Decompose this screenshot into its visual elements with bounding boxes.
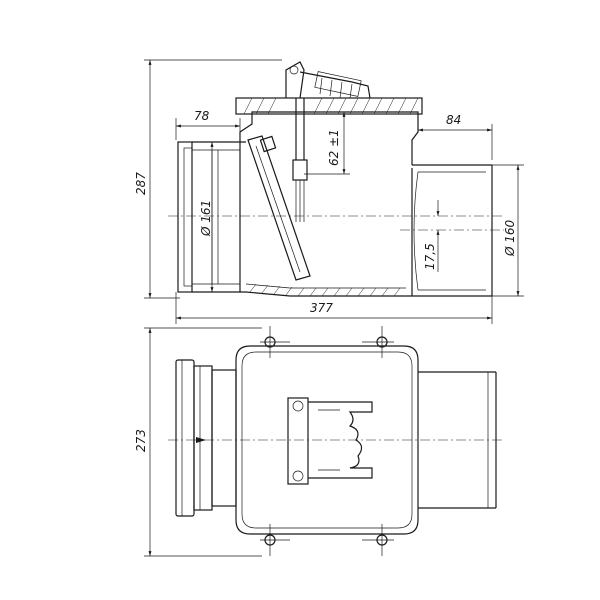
- dim-height: 287: [134, 172, 148, 195]
- bottom-wall-hatch: [249, 283, 401, 297]
- side-dimensions: 287 78 84 62 ±1 Ø 161 Ø 160 17,5 377: [134, 59, 524, 324]
- plan-dimensions: 273: [134, 327, 262, 557]
- bolt-icon: [362, 524, 394, 556]
- lid-bolts: [260, 326, 394, 556]
- plan-body: [235, 345, 419, 535]
- flow-arrow-icon: [196, 437, 206, 443]
- dim-total-length: 377: [310, 301, 333, 315]
- dim-socket-diameter: Ø 161: [199, 200, 213, 237]
- handle-lever: [285, 61, 371, 99]
- outlet-pipe: [412, 164, 493, 297]
- valve-stem: [292, 98, 308, 222]
- dim-outlet-diameter: Ø 160: [503, 219, 517, 257]
- dim-outlet-length: 84: [446, 113, 461, 127]
- plan-socket: [175, 359, 237, 517]
- dim-width: 273: [134, 429, 148, 452]
- flap: [247, 135, 311, 281]
- plan-view: [168, 326, 504, 556]
- bolt-icon: [362, 326, 394, 358]
- plan-handle: [287, 397, 373, 485]
- side-view: [168, 61, 504, 297]
- bolt-icon: [260, 326, 290, 358]
- bolt-icon: [260, 524, 290, 556]
- dim-lid-offset: 62 ±1: [327, 129, 341, 166]
- dim-offset: 17,5: [423, 243, 437, 270]
- lid: [235, 97, 423, 115]
- valve-body: [239, 111, 419, 297]
- dim-socket-length: 78: [194, 109, 210, 123]
